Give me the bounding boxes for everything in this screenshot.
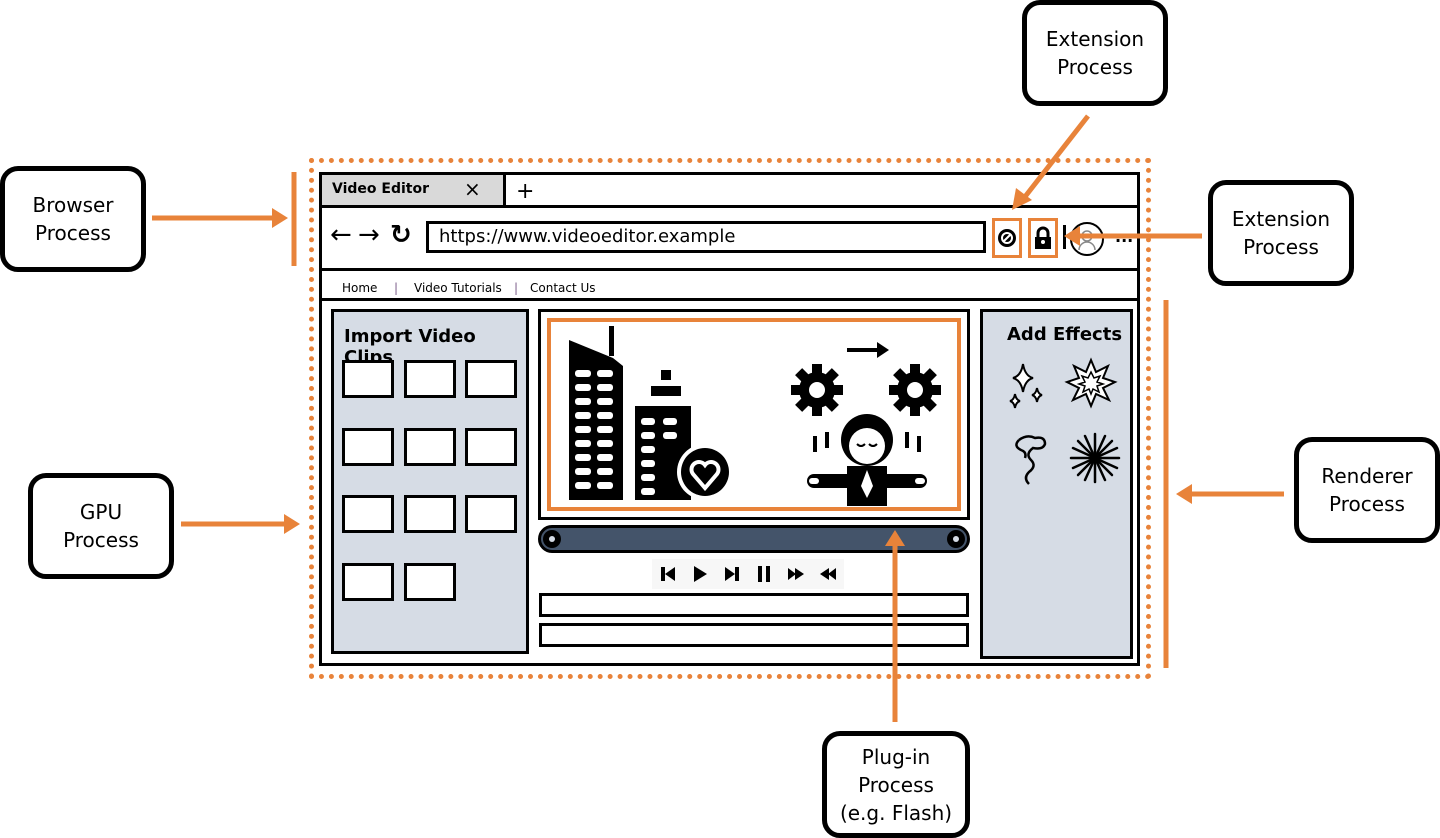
track-row-2[interactable] xyxy=(539,623,969,647)
import-clips-panel: Import Video Clips xyxy=(331,309,529,654)
clip-thumbnail[interactable] xyxy=(404,563,456,601)
clip-thumbnail[interactable] xyxy=(342,495,394,533)
toolbar-divider xyxy=(1063,225,1066,249)
clip-thumbnail[interactable] xyxy=(342,360,394,398)
label-plugin-process: Plug-in Process (e.g. Flash) xyxy=(822,731,970,838)
label-renderer-process: Renderer Process xyxy=(1294,437,1440,543)
rewind-icon[interactable] xyxy=(819,565,837,583)
clip-thumbnail[interactable] xyxy=(342,563,394,601)
more-menu-icon[interactable]: ... xyxy=(1115,227,1134,246)
clip-thumbnail[interactable] xyxy=(342,428,394,466)
timeline-end-handle[interactable] xyxy=(947,530,965,548)
sparkles-effect-icon[interactable] xyxy=(1003,360,1053,412)
clip-thumbnail[interactable] xyxy=(465,495,517,533)
nav-link-home[interactable]: Home xyxy=(342,281,378,295)
label-gpu-process: GPU Process xyxy=(28,473,174,579)
fireworks-effect-icon[interactable] xyxy=(1067,430,1123,486)
plugin-content-area[interactable] xyxy=(547,318,961,511)
browser-process-boundary xyxy=(309,158,1151,679)
right-arrow-icon xyxy=(847,342,889,358)
fast-forward-icon[interactable] xyxy=(787,565,805,583)
clip-thumbnail[interactable] xyxy=(465,428,517,466)
effects-panel: Add Effects xyxy=(980,309,1133,659)
forward-icon[interactable]: → xyxy=(358,220,380,250)
effects-panel-title: Add Effects xyxy=(1007,324,1123,345)
clip-thumbnail[interactable] xyxy=(404,428,456,466)
nav-separator: | xyxy=(394,281,399,295)
timeline-scrubber[interactable] xyxy=(538,525,970,553)
city-buildings-icon xyxy=(569,326,733,500)
lock-icon xyxy=(1035,226,1051,249)
player-controls xyxy=(652,559,844,589)
nav-link-video-tutorials[interactable]: Video Tutorials xyxy=(414,281,502,295)
nav-separator: | xyxy=(514,281,519,295)
tab-video-editor[interactable]: Video Editor × xyxy=(322,175,506,208)
extension-button-2[interactable] xyxy=(1028,218,1058,258)
gear-icon xyxy=(791,364,843,416)
label-extension-process-right: Extension Process xyxy=(1208,180,1354,286)
clip-thumbnail[interactable] xyxy=(465,360,517,398)
block-icon xyxy=(998,229,1016,247)
play-icon[interactable] xyxy=(691,565,709,583)
video-preview-frame xyxy=(538,309,970,520)
skip-back-icon[interactable] xyxy=(659,565,677,583)
tabstrip-divider xyxy=(506,205,1137,208)
skip-forward-icon[interactable] xyxy=(723,565,741,583)
url-input[interactable]: https://www.videoeditor.example xyxy=(426,221,986,253)
toolbar-bottom-divider xyxy=(322,268,1137,271)
extension-button-1[interactable] xyxy=(992,218,1022,258)
tab-title: Video Editor xyxy=(332,181,429,197)
smoke-effect-icon[interactable] xyxy=(1007,432,1053,488)
burst-effect-icon[interactable] xyxy=(1063,356,1119,412)
track-row-1[interactable] xyxy=(539,593,969,617)
gear-icon xyxy=(889,364,941,416)
meditating-person-icon xyxy=(807,414,927,506)
profile-avatar[interactable] xyxy=(1070,222,1104,256)
reload-icon[interactable]: ↻ xyxy=(390,220,412,250)
pause-icon[interactable] xyxy=(755,565,773,583)
close-tab-icon[interactable]: × xyxy=(464,177,481,201)
label-browser-process: Browser Process xyxy=(0,166,146,272)
clip-thumbnail[interactable] xyxy=(404,495,456,533)
label-extension-process-top: Extension Process xyxy=(1022,0,1168,106)
new-tab-icon[interactable]: + xyxy=(516,179,535,204)
nav-link-contact-us[interactable]: Contact Us xyxy=(530,281,596,295)
browser-window: Video Editor × + ← → ↻ https://www.video… xyxy=(319,172,1140,666)
video-frame-illustration xyxy=(569,326,941,506)
clip-thumbnail[interactable] xyxy=(404,360,456,398)
user-icon xyxy=(1078,230,1096,251)
timeline-start-handle[interactable] xyxy=(543,530,561,548)
menu-bottom-divider xyxy=(322,298,1137,301)
back-icon[interactable]: ← xyxy=(330,220,352,250)
